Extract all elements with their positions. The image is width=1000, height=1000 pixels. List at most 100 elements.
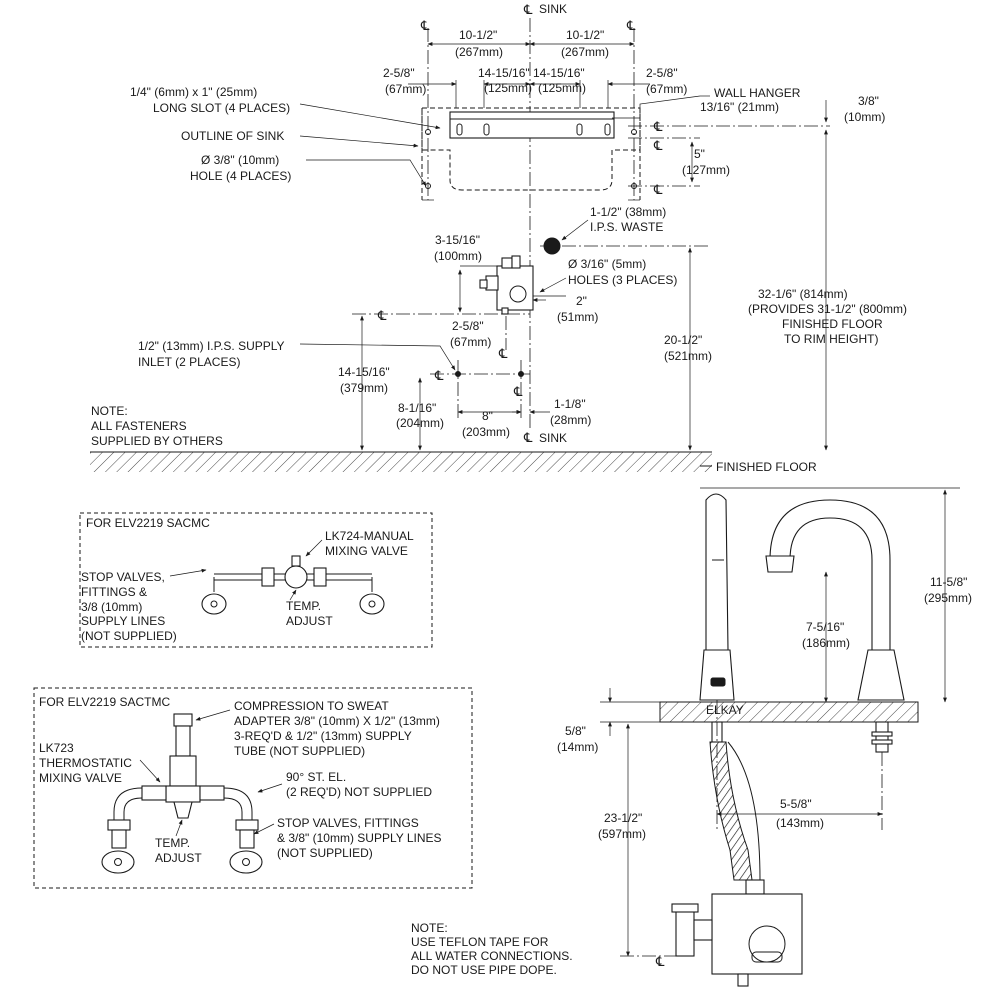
dim-left-inner: 14-15/16" — [478, 66, 530, 80]
dim-3-8-mm: (10mm) — [844, 110, 885, 124]
dim-32-1-6-b: (PROVIDES 31-1/2" (800mm) — [748, 302, 907, 316]
sacmc-stop-2: FITTINGS & — [81, 585, 147, 599]
wall-hanger — [449, 111, 615, 139]
hole — [631, 129, 637, 135]
dim-7-5-16: 7-5/16" — [806, 620, 844, 634]
long-slot-label: 1/4" (6mm) x 1" (25mm) — [130, 85, 257, 99]
cl-symbol: ℄ — [653, 120, 663, 135]
lk723-3: MIXING VALVE — [39, 771, 122, 785]
sacmc-title: FOR ELV2219 SACMC — [86, 516, 210, 530]
dim-right-outer: 2-5/8" — [646, 66, 678, 80]
note-line-2: SUPPLIED BY OTHERS — [91, 434, 223, 448]
sactmc-adjust: ADJUST — [155, 851, 202, 865]
compression-3: 3-REQ'D & 1/2" (13mm) SUPPLY — [234, 729, 412, 743]
sacmc-adjust: ADJUST — [286, 614, 333, 628]
dim-8-mm: (203mm) — [462, 425, 510, 439]
dim-hanger-offset: 13/16" (21mm) — [700, 100, 779, 114]
slot — [576, 123, 583, 136]
cl-symbol: ℄ — [420, 19, 430, 34]
sactmc-border — [33, 687, 473, 889]
countertop — [659, 701, 919, 723]
sacmc-stop-1: STOP VALVES, — [81, 570, 165, 584]
hole-label: Ø 3/8" (10mm) — [201, 153, 279, 167]
dim-2-mm: (51mm) — [557, 310, 598, 324]
dim-8-1-16-mm: (204mm) — [396, 416, 444, 430]
dim-left-half-mm: (267mm) — [455, 45, 503, 59]
ips-waste-label-2: I.P.S. WASTE — [590, 220, 663, 234]
bottom-note-3: DO NOT USE PIPE DOPE. — [411, 963, 557, 977]
dim-8: 8" — [482, 409, 493, 423]
dim-right-half: 10-1/2" — [566, 28, 604, 42]
manual-mixing-valve-icon — [201, 555, 385, 615]
sink-cl-top-label: SINK — [539, 2, 567, 16]
dim-23-1-2-mm: (597mm) — [598, 827, 646, 841]
cl-symbol: ℄ — [655, 955, 665, 970]
dim-5-8: 5/8" — [565, 724, 586, 738]
elbow-1: 90° ST. EL. — [286, 770, 346, 784]
holes-3-16-label-2: HOLES (3 PLACES) — [568, 273, 677, 287]
sactmc-stop-2: & 3/8" (10mm) SUPPLY LINES — [277, 831, 442, 845]
compression-1: COMPRESSION TO SWEAT — [234, 699, 389, 713]
dim-right-half-mm: (267mm) — [561, 45, 609, 59]
dim-3-15-16-mm: (100mm) — [434, 249, 482, 263]
sacmc-stop-4: SUPPLY LINES — [81, 614, 165, 628]
cl-symbol: ℄ — [434, 369, 444, 384]
dim-11-5-8-mm: (295mm) — [924, 591, 972, 605]
dim-32-1-6-c: FINISHED FLOOR — [782, 317, 883, 331]
sacmc-detail: FOR ELV2219 SACMC LK724-MANUAL MIXING VA… — [79, 512, 433, 648]
dim-32-1-6-d: TO RIM HEIGHT) — [784, 332, 878, 346]
sensor-eye — [710, 677, 726, 687]
dim-5: 5" — [694, 147, 705, 161]
dim-5-5-8: 5-5/8" — [780, 797, 812, 811]
sacmc-border — [79, 512, 433, 648]
dim-11-5-8: 11-5/8" — [930, 575, 967, 589]
supply-inlet-label: 1/2" (13mm) I.P.S. SUPPLY — [138, 339, 285, 353]
teflon-note: NOTE: USE TEFLON TAPE FOR ALL WATER CONN… — [411, 921, 573, 977]
sink-outline — [421, 107, 641, 191]
dim-3-15-16: 3-15/16" — [435, 233, 480, 247]
lk723-2: THERMOSTATIC — [39, 756, 132, 770]
bottom-note-1: USE TEFLON TAPE FOR — [411, 935, 549, 949]
dim-1-1-8-mm: (28mm) — [550, 413, 591, 427]
sacmc-stop-5: (NOT SUPPLIED) — [81, 629, 177, 643]
dim-left-outer-mm: (67mm) — [385, 82, 426, 96]
sactmc-stop-3: (NOT SUPPLIED) — [277, 846, 373, 860]
lk724-label-2: MIXING VALVE — [325, 544, 408, 558]
dim-5-mm: (127mm) — [682, 163, 730, 177]
flex-hose — [709, 741, 753, 881]
lk723-1: LK723 — [39, 741, 74, 755]
dim-3-8: 3/8" — [858, 94, 879, 108]
dim-1-1-8: 1-1/8" — [554, 397, 586, 411]
sacmc-stop-3: 3/8 (10mm) — [81, 600, 142, 614]
finished-floor-label: FINISHED FLOOR — [716, 460, 817, 474]
wall-elevation-view: ℄ SINK ℄ ℄ 10-1/2" (267mm) 10-1/2" (267m… — [90, 2, 907, 474]
holes-3-16-label: Ø 3/16" (5mm) — [568, 257, 646, 271]
bottom-note-title: NOTE: — [411, 921, 448, 935]
dim-5-8-mm: (14mm) — [557, 740, 598, 754]
dim-left-half: 10-1/2" — [459, 28, 497, 42]
sacmc-temp: TEMP. — [286, 599, 321, 613]
elbow-2: (2 REQ'D) NOT SUPPLIED — [286, 785, 432, 799]
dim-23-1-2: 23-1/2" — [604, 811, 642, 825]
cl-symbol: ℄ — [498, 347, 508, 362]
slot — [483, 123, 490, 136]
cl-symbol: ℄ — [626, 19, 636, 34]
cl-symbol: ℄ — [653, 139, 663, 154]
dim-20-1-2: 20-1/2" — [664, 333, 702, 347]
dim-14-15-16-mm: (379mm) — [340, 381, 388, 395]
sactmc-temp: TEMP. — [155, 836, 190, 850]
wall-hanger-label: WALL HANGER — [714, 86, 801, 100]
dim-5-5-8-mm: (143mm) — [776, 816, 824, 830]
dim-left-outer: 2-5/8" — [383, 66, 415, 80]
outline-of-sink-label: OUTLINE OF SINK — [181, 129, 284, 143]
dim-left-inner-mm: (125mm) — [484, 81, 532, 95]
brand-text: ELKAY — [706, 703, 744, 717]
cl-symbol: ℄ — [523, 3, 533, 18]
dim-7-5-16-mm: (186mm) — [802, 636, 850, 650]
ips-waste-label: 1-1/2" (38mm) — [590, 205, 666, 219]
dim-right-outer-mm: (67mm) — [646, 82, 687, 96]
valve-box — [496, 265, 534, 311]
control-box — [711, 893, 803, 975]
bottom-note-2: ALL WATER CONNECTIONS. — [411, 949, 573, 963]
